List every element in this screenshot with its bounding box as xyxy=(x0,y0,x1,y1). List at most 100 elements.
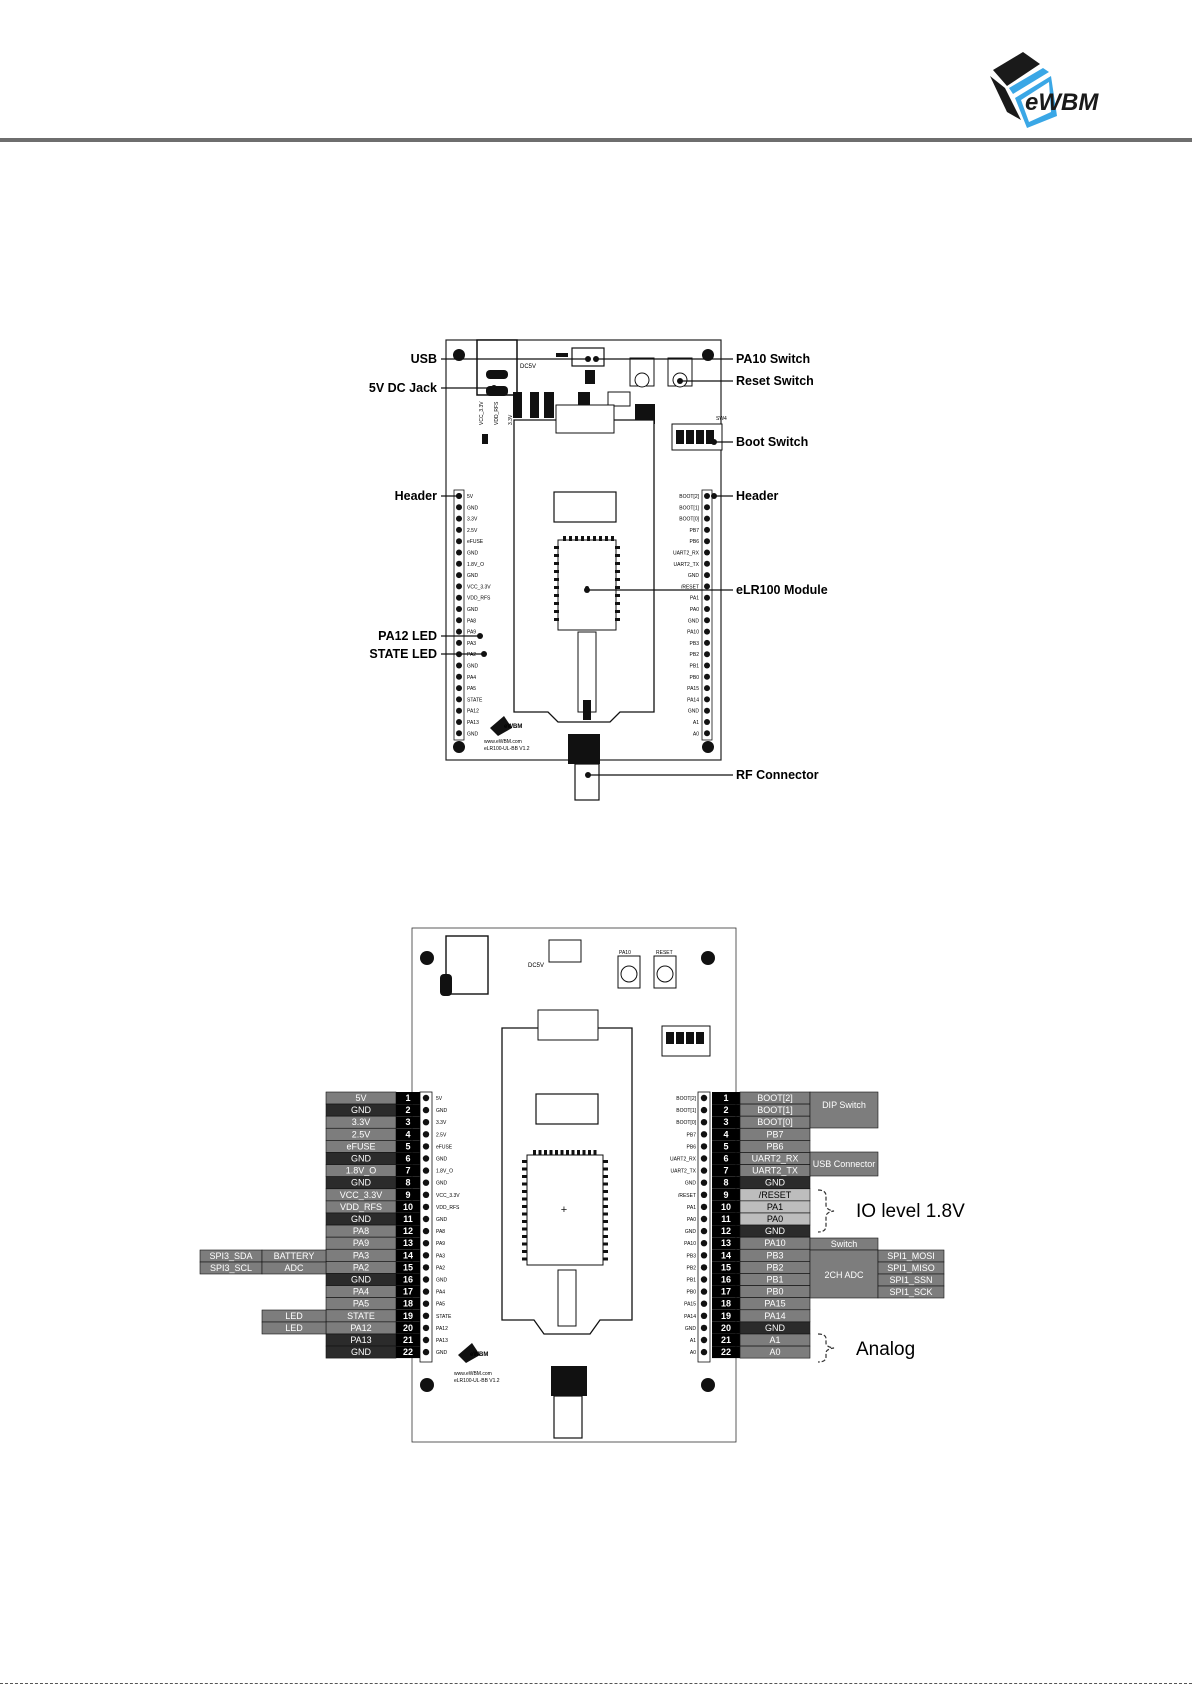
silk-pin-label: eFUSE xyxy=(436,1144,453,1150)
pin-number: 22 xyxy=(721,1347,731,1357)
func-dip: DIP Switch xyxy=(822,1100,866,1110)
silk-right-pin-label: PB7 xyxy=(690,528,700,534)
pin-number: 3 xyxy=(723,1117,728,1127)
pin-number-box xyxy=(396,1237,420,1250)
pin-number-box xyxy=(712,1200,740,1213)
rf-connector xyxy=(568,734,600,764)
header-pin xyxy=(704,696,710,703)
header-pin xyxy=(456,606,462,612)
header-pin xyxy=(422,1167,430,1174)
ewbm-logo-mark: eWBM xyxy=(990,52,1099,128)
silk-left-pin-label: GND xyxy=(467,731,479,737)
silk-left-pin-label: 2.5V xyxy=(467,528,478,534)
header-rule xyxy=(0,138,1192,142)
pin-name: GND xyxy=(351,1154,372,1164)
func-spi1-miso: SPI1_MISO xyxy=(887,1263,935,1273)
pin-name: GND xyxy=(351,1105,372,1115)
silk-right-pin-label: GND xyxy=(688,573,700,579)
silk-right-pin-label: BOOT[1] xyxy=(679,505,699,511)
pin-name: GND xyxy=(765,1178,786,1188)
callout-header-right: Header xyxy=(736,489,779,503)
callout-usb: USB xyxy=(411,352,437,366)
header-pin xyxy=(704,707,710,714)
pin-number-box xyxy=(396,1140,420,1153)
pin-number: 13 xyxy=(721,1238,731,1248)
pin-name: A0 xyxy=(769,1347,780,1357)
pin-number-box xyxy=(712,1152,740,1165)
pin-number: 10 xyxy=(403,1202,413,1212)
silk-pin-label: PA12 xyxy=(436,1326,448,1332)
header-pin xyxy=(456,696,462,703)
pin-number: 14 xyxy=(721,1250,731,1260)
pin-number-box xyxy=(712,1213,740,1225)
header-pin xyxy=(456,628,462,635)
pin-number-box xyxy=(396,1164,420,1177)
header-pin xyxy=(700,1288,708,1295)
pin-number-box xyxy=(396,1188,420,1201)
header-pin xyxy=(700,1336,708,1344)
silk-left-pin-label: STATE xyxy=(467,697,483,703)
func-led-state: LED xyxy=(285,1311,303,1321)
silk-pa10: PA10 xyxy=(619,950,631,956)
pin-number-box xyxy=(712,1261,740,1274)
func-spi3-scl: SPI3_SCL xyxy=(210,1263,252,1273)
left-function-boxes: SPI3_SDA SPI3_SCL BATTERY ADC LED LED xyxy=(199,1249,327,1335)
silk-pin-label: BOOT[2] xyxy=(676,1096,696,1102)
chip-pins xyxy=(554,536,620,621)
pin-number: 5 xyxy=(405,1141,410,1151)
pin-number-box xyxy=(396,1285,420,1298)
silk-left-pin-label: 3.3V xyxy=(467,517,478,523)
pin-number: 12 xyxy=(721,1226,731,1236)
silk-pin-label: /RESET xyxy=(678,1193,696,1199)
pin-strip-left: 5VGND3.3V2.5VeFUSEGND1.8V_OGNDVCC_3.3VVD… xyxy=(419,1091,460,1363)
pin-number-box xyxy=(396,1200,420,1213)
silk-pin-label: PA10 xyxy=(684,1241,696,1247)
pin-number-box xyxy=(712,1140,740,1153)
pin-number: 13 xyxy=(403,1238,413,1248)
silk-pin-label: 5V xyxy=(436,1096,443,1102)
header-pin xyxy=(422,1106,430,1114)
pin-number-box xyxy=(712,1104,740,1117)
silk-right-pin-label: GND xyxy=(688,618,700,624)
func-led-pa12: LED xyxy=(285,1323,303,1333)
header-pin xyxy=(422,1300,430,1307)
header-pin xyxy=(422,1191,430,1199)
pin-name: PA15 xyxy=(764,1299,785,1309)
pin-number-box xyxy=(712,1297,740,1310)
silk-pin-label: VCC_3.3V xyxy=(436,1193,460,1199)
footer-rule xyxy=(0,1683,1192,1684)
pin-name: GND xyxy=(351,1214,372,1224)
pin-strip-right: BOOT[2]BOOT[1]BOOT[0]PB7PB6UART2_RXUART2… xyxy=(670,1091,711,1363)
silk-right-pin-label: PB2 xyxy=(690,652,700,658)
pin-number-box xyxy=(712,1249,740,1262)
silk-pin-label: BOOT[0] xyxy=(676,1120,696,1126)
pin-number-box xyxy=(396,1261,420,1274)
pin-number: 11 xyxy=(403,1214,413,1224)
silk-pin-label: PA13 xyxy=(436,1338,448,1344)
silk-pin-label: GND xyxy=(436,1108,448,1114)
header-pin xyxy=(704,560,710,567)
header-pin xyxy=(456,538,462,545)
silk-pin-label: GND xyxy=(685,1181,697,1187)
pin-number: 2 xyxy=(405,1105,410,1115)
pin-name-box xyxy=(739,1345,811,1359)
callout-rf-connector: RF Connector xyxy=(736,768,819,782)
silk-pin-label: PB0 xyxy=(687,1290,697,1296)
callout-dc-jack: 5V DC Jack xyxy=(369,381,437,395)
silk-vcc: VCC_3.3V xyxy=(479,401,485,425)
silk-left-pin-label: PA4 xyxy=(467,675,476,681)
silk-pin-label: PA15 xyxy=(684,1302,696,1308)
silk-left-pin-label: PA2 xyxy=(467,652,476,658)
pin-name: GND xyxy=(765,1323,786,1333)
pin-name: GND xyxy=(765,1226,786,1236)
silk-left-pin-label: 1.8V_O xyxy=(467,562,484,568)
mount-hole xyxy=(702,741,714,753)
pin-number-box xyxy=(396,1152,420,1165)
silk-right-pin-label: BOOT[2] xyxy=(679,494,699,500)
silk-right-pin-label: BOOT[0] xyxy=(679,517,699,523)
silk-right-pin-label: GND xyxy=(688,709,700,715)
silk-left-pin-label: VDD_RFS xyxy=(467,596,491,602)
header-pin xyxy=(704,572,710,579)
pin-name: BOOT[0] xyxy=(757,1117,793,1127)
silk-pin-label: VDD_RFS xyxy=(436,1205,460,1211)
